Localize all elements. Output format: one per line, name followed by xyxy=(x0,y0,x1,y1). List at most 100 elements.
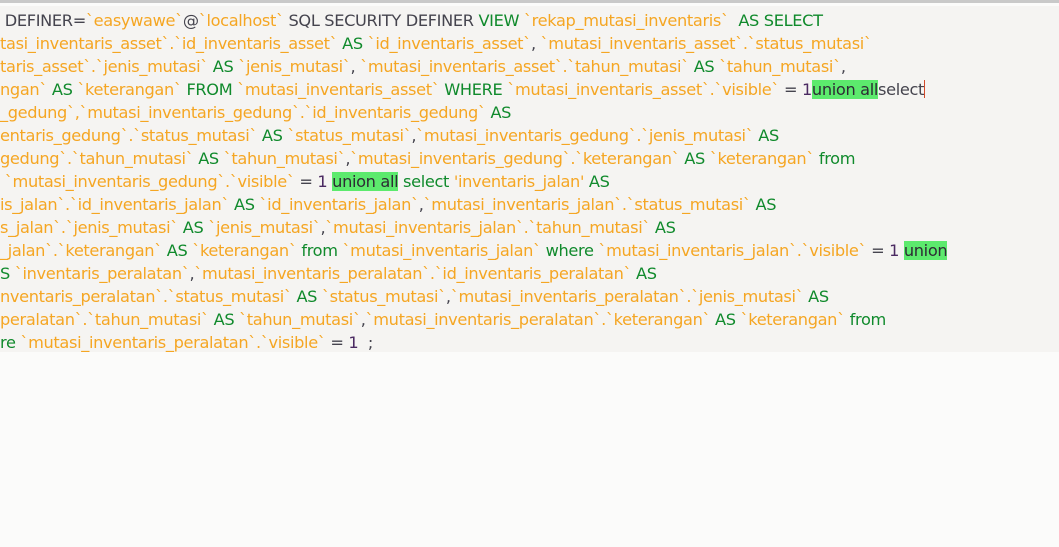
keyword-token: AS xyxy=(213,310,235,329)
identifier-token: `jenis_mutasi` xyxy=(238,57,351,76)
identifier-token: `mutasi_inventaris_jalan` xyxy=(342,241,541,260)
identifier-token: `tahun_mutasi` xyxy=(719,57,841,76)
keyword-token: where xyxy=(545,241,594,260)
identifier-token: `mutasi_inventaris_asset`.`visible` xyxy=(507,80,780,99)
keyword-token: AS xyxy=(296,287,318,306)
code-line[interactable]: nventaris_peralatan`.`status_mutasi` AS … xyxy=(0,285,947,308)
number-token: 1 xyxy=(801,80,812,99)
identifier-token: is_jalan`.`id_inventaris_jalan` xyxy=(0,195,230,214)
identifier-token: nventaris_peralatan`.`status_mutasi` xyxy=(0,287,292,306)
code-text: = xyxy=(294,172,318,191)
keyword-token: AS xyxy=(758,126,779,145)
identifier-token: `status_mutasi` xyxy=(321,287,446,306)
keyword-token: VIEW xyxy=(478,11,520,30)
code-line[interactable]: taris_asset`.`jenis_mutasi` AS `jenis_mu… xyxy=(0,55,947,78)
code-line[interactable]: _jalan`.`keterangan` AS `keterangan` fro… xyxy=(0,239,948,262)
code-line[interactable]: ngan` AS `keterangan` FROM `mutasi_inven… xyxy=(0,78,947,101)
search-match-highlight: union xyxy=(903,241,948,260)
identifier-token: taris_asset`.`jenis_mutasi` xyxy=(0,57,208,76)
identifier-token: `keterangan` xyxy=(192,241,297,260)
identifier-token: peralatan`.`tahun_mutasi` xyxy=(0,310,209,329)
identifier-token: `mutasi_inventaris_jalan`.`visible` xyxy=(598,241,867,260)
keyword-token: AS xyxy=(198,149,219,168)
search-match-highlight: union all xyxy=(811,80,879,99)
code-text: , xyxy=(360,310,366,329)
identifier-token: `mutasi_inventaris_peralatan`.`jenis_mut… xyxy=(450,287,804,306)
identifier-token: `mutasi_inventaris_asset`.`tahun_mutasi` xyxy=(360,57,689,76)
identifier-token: `localhost` xyxy=(198,11,284,30)
keyword-token: AS xyxy=(715,310,736,329)
identifier-token: `mutasi_inventaris_asset`.`status_mutasi… xyxy=(540,34,873,53)
code-line[interactable]: gedung`.`tahun_mutasi` AS `tahun_mutasi`… xyxy=(0,147,947,170)
code-line[interactable]: entaris_gedung`.`status_mutasi` AS `stat… xyxy=(0,124,947,147)
keyword-token: AS xyxy=(684,149,705,168)
identifier-token: _jalan`.`keterangan` xyxy=(0,241,162,260)
keyword-token: WHERE xyxy=(444,80,503,99)
code-text: ; xyxy=(358,333,374,352)
identifier-token: `inventaris_peralatan` xyxy=(14,264,190,283)
identifier-token: tasi_inventaris_asset`.`id_inventaris_as… xyxy=(0,34,338,53)
code-text: DEFINER= xyxy=(0,11,86,30)
identifier-token: `id_inventaris_asset` xyxy=(367,34,532,53)
number-token: 1 xyxy=(889,241,900,260)
number-token: 1 xyxy=(348,333,359,352)
code-text: , xyxy=(418,195,424,214)
code-line[interactable]: tasi_inventaris_asset`.`id_inventaris_as… xyxy=(0,32,947,55)
identifier-token: `mutasi_inventaris_gedung`.`jenis_mutasi… xyxy=(416,126,754,145)
identifier-token: entaris_gedung`.`status_mutasi` xyxy=(0,126,258,145)
code-line[interactable]: peralatan`.`tahun_mutasi` AS `tahun_muta… xyxy=(0,308,947,331)
identifier-token: `mutasi_inventaris_jalan`.`status_mutasi… xyxy=(423,195,752,214)
keyword-token: AS SELECT xyxy=(738,11,823,30)
keyword-token: AS xyxy=(755,195,777,214)
identifier-token: `keterangan` xyxy=(709,149,815,168)
code-text: , xyxy=(350,57,361,76)
keyword-token: select xyxy=(403,172,450,191)
code-line[interactable]: S `inventaris_peralatan`,`mutasi_inventa… xyxy=(0,262,947,285)
keyword-token: AS xyxy=(654,218,676,237)
keyword-token: AS xyxy=(693,57,715,76)
keyword-token: AS xyxy=(51,80,73,99)
search-match-highlight: union all xyxy=(332,172,399,191)
code-lines: DEFINER=`easywawe`@`localhost` SQL SECUR… xyxy=(0,9,948,352)
code-line[interactable]: s_jalan`.`jenis_mutasi` AS `jenis_mutasi… xyxy=(0,216,947,239)
identifier-token: `mutasi_inventaris_asset` xyxy=(237,80,440,99)
identifier-token: `rekap_mutasi_inventaris` xyxy=(523,11,729,30)
keyword-token: AS xyxy=(166,241,188,260)
identifier-token: `keterangan` xyxy=(740,310,846,329)
identifier-token: `jenis_mutasi` xyxy=(208,218,321,237)
keyword-token: from xyxy=(818,149,856,168)
identifier-token: 'inventaris_jalan' xyxy=(453,172,585,191)
keyword-token: S xyxy=(0,264,10,283)
identifier-token: _gedung`,`mutasi_inventaris_gedung`.`id_… xyxy=(0,103,486,122)
identifier-token: `mutasi_inventaris_gedung`.`keterangan` xyxy=(350,149,680,168)
keyword-token: AS xyxy=(261,126,283,145)
window-top-border xyxy=(0,0,1059,3)
sql-code-editor[interactable]: DEFINER=`easywawe`@`localhost` SQL SECUR… xyxy=(0,6,1059,352)
number-token: 1 xyxy=(317,172,328,191)
identifier-token: `mutasi_inventaris_jalan`.`tahun_mutasi` xyxy=(325,218,651,237)
code-text: , xyxy=(345,149,351,168)
code-line[interactable]: DEFINER=`easywawe`@`localhost` SQL SECUR… xyxy=(0,9,947,32)
code-text: , xyxy=(840,57,846,76)
code-text xyxy=(729,11,739,30)
keyword-token: FROM xyxy=(186,80,233,99)
code-text: , xyxy=(445,287,451,306)
keyword-token: re xyxy=(0,333,16,352)
code-line[interactable]: _gedung`,`mutasi_inventaris_gedung`.`id_… xyxy=(0,101,947,124)
identifier-token: s_jalan`.`jenis_mutasi` xyxy=(0,218,178,237)
identifier-token: `mutasi_inventaris_peralatan`.`keteranga… xyxy=(365,310,711,329)
code-text: , xyxy=(189,264,195,283)
text-caret xyxy=(924,80,926,98)
code-line[interactable]: `mutasi_inventaris_gedung`.`visible` = 1… xyxy=(0,170,947,193)
keyword-token: AS xyxy=(212,57,234,76)
identifier-token: `mutasi_inventaris_peralatan`.`id_invent… xyxy=(194,264,632,283)
code-line[interactable]: re `mutasi_inventaris_peralatan`.`visibl… xyxy=(0,331,947,352)
keyword-token: AS xyxy=(490,103,512,122)
empty-area-below-editor xyxy=(0,352,1059,547)
identifier-token: `tahun_mutasi` xyxy=(223,149,346,168)
code-line[interactable]: is_jalan`.`id_inventaris_jalan` AS `id_i… xyxy=(0,193,947,216)
keyword-token: AS xyxy=(182,218,204,237)
code-text: = xyxy=(325,333,349,352)
identifier-token: `keterangan` xyxy=(77,80,182,99)
code-text: = xyxy=(779,80,802,99)
